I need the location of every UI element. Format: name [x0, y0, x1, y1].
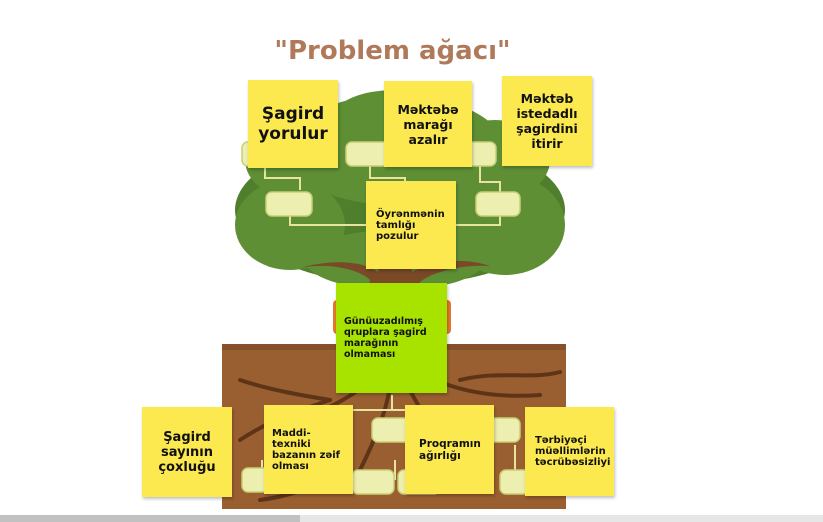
effect-note-text: Şagird yorulur	[258, 104, 328, 144]
diagram-title: "Problem ağacı"	[274, 36, 511, 66]
horizontal-scrollbar-track[interactable]	[0, 515, 823, 522]
core-problem-note: Günüuzadılmış qruplara şagird marağının …	[336, 283, 447, 393]
effect-note-school-loses-talent: Məktəb istedadlı şagirdini itirir	[502, 76, 592, 166]
effect-note-student-tired: Şagird yorulur	[248, 80, 338, 168]
cause-note-heavy-program: Proqramın ağırlığı	[405, 405, 494, 494]
cause-note-many-students: Şagird sayının çoxluğu	[142, 407, 232, 497]
cause-note-text: Maddi-texniki bazanın zəif olması	[272, 427, 341, 472]
cause-note-weak-material-base: Maddi-texniki bazanın zəif olması	[264, 405, 353, 494]
core-problem-text: Günüuzadılmış qruplara şagird marağının …	[344, 316, 427, 360]
effect-note-learning-disrupted: Öyrənmənin tamlığı pozulur	[366, 181, 456, 269]
cause-note-inexperienced-teachers: Tərbiyəçi müəllimlərin təcrübəsizliyi	[525, 407, 614, 496]
effect-note-text: Öyrənmənin tamlığı pozulur	[376, 208, 445, 242]
cause-note-text: Şagird sayının çoxluğu	[158, 429, 216, 475]
effect-note-text: Məktəbə marağı azalır	[397, 101, 459, 147]
horizontal-scrollbar-thumb[interactable]	[0, 515, 300, 522]
cause-note-text: Tərbiyəçi müəllimlərin təcrübəsizliyi	[535, 435, 611, 468]
effect-note-text: Məktəb istedadlı şagirdini itirir	[516, 91, 578, 151]
cause-note-text: Proqramın ağırlığı	[419, 437, 481, 462]
effect-note-interest-decreases: Məktəbə marağı azalır	[384, 81, 472, 167]
